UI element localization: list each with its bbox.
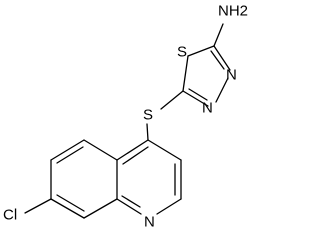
bond-n3-c2-double xyxy=(210,50,225,70)
bond-c4-c3 xyxy=(147,139,182,161)
bond-c5-c6 xyxy=(50,139,85,161)
bond-c4a-c4-double xyxy=(122,146,149,165)
bond-n3-c2 xyxy=(213,45,231,71)
bond-n1-c8a xyxy=(116,198,142,215)
bonds xyxy=(24,23,231,219)
bond-c7-c8 xyxy=(50,198,85,219)
bond-c4a-c5 xyxy=(83,139,118,161)
bond-n4-n3 xyxy=(215,77,229,103)
bond-c5-n4 xyxy=(182,90,209,107)
quinoline-n-label: N xyxy=(144,214,155,231)
atom-labels: NH2 S N N S N Cl xyxy=(3,3,248,231)
amine-label: NH2 xyxy=(218,3,248,20)
thiadiazole-n4-label: N xyxy=(202,100,213,117)
thiadiazole-s-label: S xyxy=(177,44,187,61)
thioether-s-label: S xyxy=(143,107,153,124)
bond-c2-n1 xyxy=(156,198,182,215)
bond-c8-c8a xyxy=(83,198,118,219)
bond-c5-s xyxy=(160,90,184,110)
bond-n1-c8a-double xyxy=(121,195,141,208)
bond-s-c4 xyxy=(146,123,149,141)
bond-s1-c5 xyxy=(182,55,189,92)
bond-c7-c8-double xyxy=(56,194,85,212)
bond-c2-s1 xyxy=(187,45,215,57)
chloro-label: Cl xyxy=(3,207,17,224)
bond-c5-n4-double xyxy=(188,88,208,101)
chemical-structure: NH2 S N N S N Cl xyxy=(3,3,248,231)
bond-amine-c2 xyxy=(213,23,224,47)
thiadiazole-n3-label: N xyxy=(226,67,237,84)
bond-c7-cl xyxy=(24,198,52,214)
bond-c4a-c4 xyxy=(116,139,149,161)
bond-c5-c6-double xyxy=(56,146,84,164)
